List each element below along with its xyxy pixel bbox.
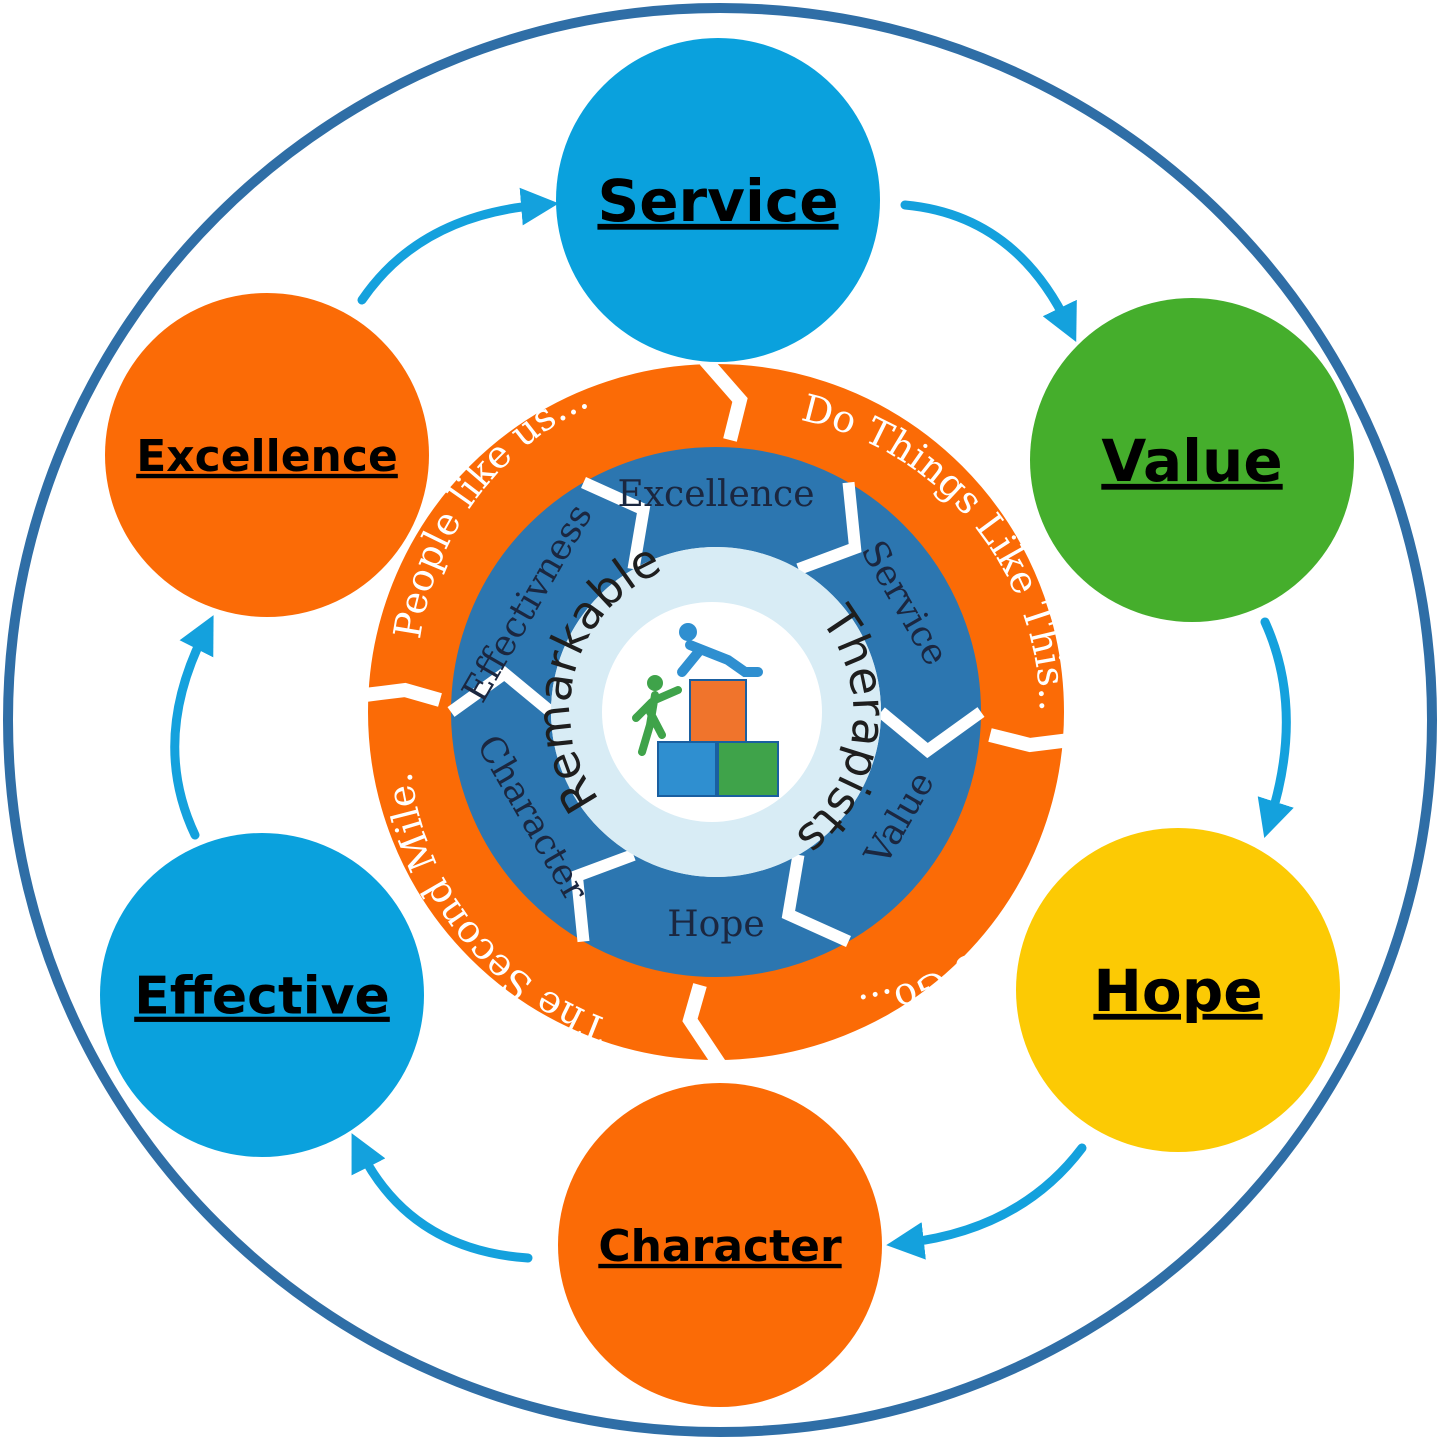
ring-notch-right xyxy=(988,728,1071,753)
center-hub: Remarkable Therapists xyxy=(526,532,897,877)
chevron-separator xyxy=(447,665,555,717)
chevron-separator xyxy=(796,481,862,575)
node-circle-excellence xyxy=(105,293,429,617)
node-label-hope: Hope xyxy=(1093,957,1262,1025)
chevron-ring-band xyxy=(451,447,981,977)
node-label-character: Character xyxy=(598,1221,842,1272)
chevron-separator xyxy=(570,849,636,943)
node-label-effective: Effective xyxy=(134,967,390,1027)
chevron-label-excellence: Excellence xyxy=(617,474,814,515)
orange-ring-band xyxy=(368,364,1064,1060)
ring-notch-left xyxy=(364,682,442,707)
arrow-character-to-effective xyxy=(351,1133,533,1263)
arrow-value-to-hope xyxy=(1257,617,1294,839)
node-circle-effective xyxy=(100,833,424,1157)
arrow-effective-to-excellence xyxy=(170,615,214,840)
node-circle-service xyxy=(556,38,880,362)
node-label-service: Service xyxy=(597,167,838,235)
chevron-separator xyxy=(581,477,651,571)
node-circle-character xyxy=(558,1083,882,1407)
cycle-arrows xyxy=(170,187,1294,1263)
ring-notch-bottom xyxy=(682,983,726,1069)
people-climbing-blocks-icon xyxy=(632,623,779,797)
arrow-service-to-value xyxy=(900,200,1077,343)
arrow-hope-to-character xyxy=(886,1143,1087,1260)
arrow-excellence-to-service xyxy=(357,187,559,305)
chevron-separator xyxy=(877,707,985,759)
node-circle-hope xyxy=(1016,828,1340,1152)
chevron-separator xyxy=(781,853,851,947)
ring-notch-top xyxy=(699,355,748,442)
node-circle-value xyxy=(1030,298,1354,622)
node-label-value: Value xyxy=(1101,427,1282,495)
chevron-label-hope: Hope xyxy=(667,904,764,945)
node-label-excellence: Excellence xyxy=(136,431,398,482)
